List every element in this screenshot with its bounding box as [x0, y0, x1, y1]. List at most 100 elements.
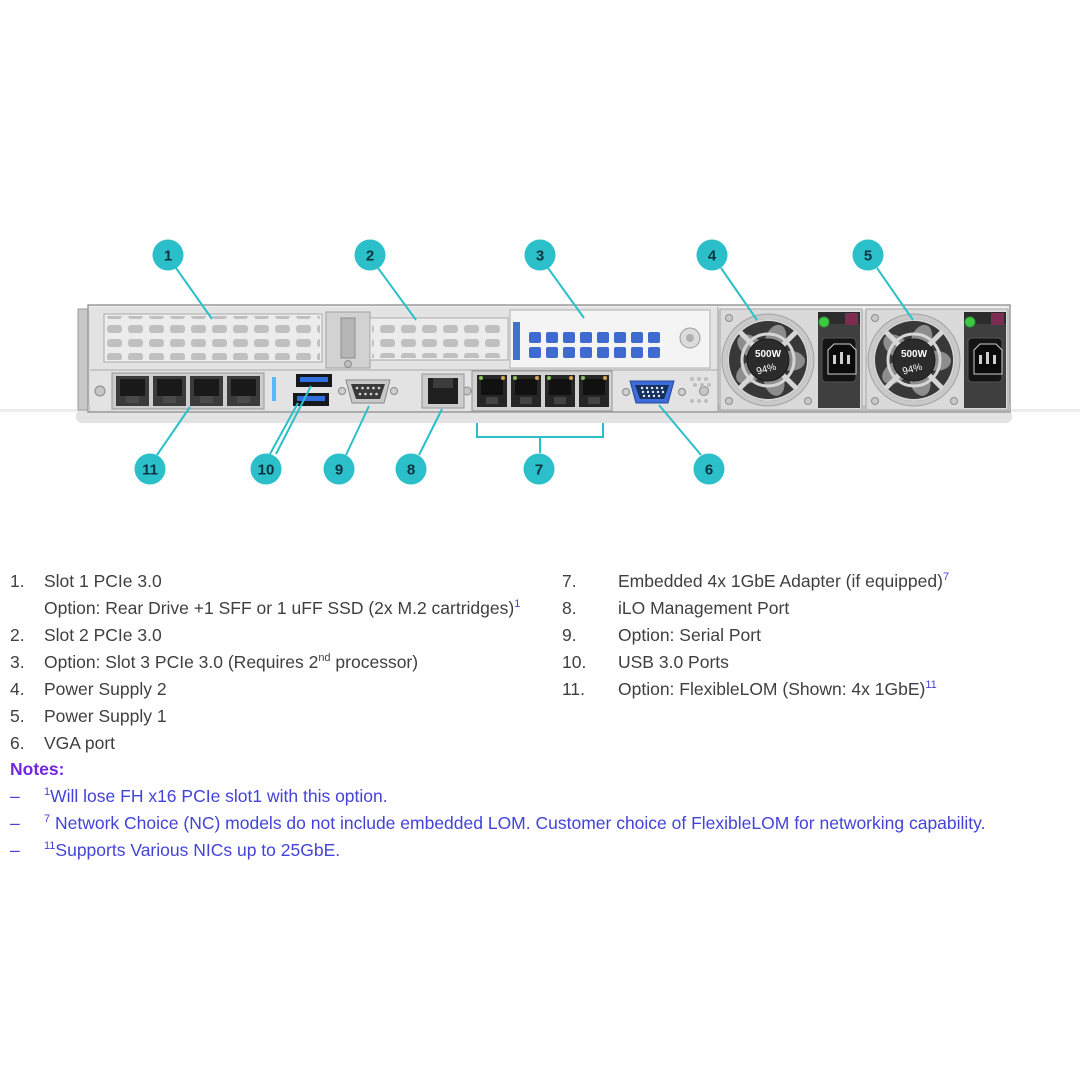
- callout-lines: [156, 267, 914, 456]
- callout-4-label: 4: [708, 248, 717, 265]
- note-11-superscript: 11: [44, 840, 56, 853]
- callout-1: [152, 239, 184, 271]
- callout-7-label: 7: [535, 462, 543, 479]
- callout-5: [852, 239, 884, 271]
- note-7-superscript: 7: [44, 813, 51, 826]
- callout-2: [354, 239, 386, 271]
- callout-2-label: 2: [366, 248, 374, 265]
- legend-item-text: USB 3.0 Ports: [618, 652, 729, 672]
- notes-header: Notes:: [10, 759, 65, 779]
- pcie-slot-3-area: [509, 309, 711, 369]
- callout-11-label: 11: [142, 462, 158, 479]
- legend-item-3: 3. Option: Slot 3 PCIe 3.0 (Requires 2nd…: [10, 649, 558, 676]
- psu-efficiency-label: 94%: [755, 362, 777, 378]
- legend-item-11: 11. Option: FlexibleLOM (Shown: 4x 1GbE)…: [562, 676, 1074, 703]
- note-7: – 7 Network Choice (NC) models do not in…: [10, 810, 1072, 837]
- legend-item-number: 6.: [10, 733, 25, 753]
- legend-item-number: 10.: [562, 652, 587, 672]
- legend-item-11-text: Option: FlexibleLOM (Shown: 4x 1GbE): [618, 679, 926, 699]
- legend-item-2: 2. Slot 2 PCIe 3.0: [10, 622, 558, 649]
- note-dash: –: [10, 786, 20, 806]
- legend-item-text: Slot 2 PCIe 3.0: [44, 625, 162, 645]
- power-supply-2: 500W 94%: [719, 308, 863, 411]
- notes-section: Notes: – 1Will lose FH x16 PCIe slot1 wi…: [10, 756, 1072, 864]
- legend-item-7-text: Embedded 4x 1GbE Adapter (if equipped): [618, 571, 943, 591]
- legend-item-9: 9. Option: Serial Port: [562, 622, 1074, 649]
- callout-8: [395, 453, 427, 485]
- power-supply-1: [866, 309, 1008, 410]
- note-ref-1: 1: [514, 598, 521, 611]
- legend-item-text: Option: FlexibleLOM (Shown: 4x 1GbE)11: [618, 676, 1074, 703]
- serial-port: [338, 379, 398, 404]
- legend-item-number: 8.: [562, 598, 577, 618]
- vent-holes: [690, 377, 711, 403]
- ordinal-superscript: nd: [318, 652, 331, 665]
- legend-item-3-pre: Option: Slot 3 PCIe 3.0 (Requires 2: [44, 652, 319, 672]
- legend-item-number: 5.: [10, 706, 25, 726]
- psu-latch: [845, 313, 858, 325]
- note-ref-11: 11: [925, 679, 937, 692]
- callout-5-label: 5: [864, 248, 872, 265]
- callout-3: [524, 239, 556, 271]
- note-dash: –: [10, 840, 20, 860]
- legend-item-number: 11.: [562, 679, 586, 699]
- callout-8-label: 8: [407, 462, 415, 479]
- legend-item-text: iLO Management Port: [618, 598, 790, 618]
- legend-item-10: 10. USB 3.0 Ports: [562, 649, 1074, 676]
- note-text: 11Supports Various NICs up to 25GbE.: [44, 837, 1072, 864]
- legend-item-number: 1.: [10, 571, 25, 591]
- gbe-ports: [471, 370, 613, 412]
- legend-item-text: Embedded 4x 1GbE Adapter (if equipped)7: [618, 568, 1074, 595]
- note-ref-7: 7: [942, 571, 950, 584]
- note-dash: –: [10, 813, 20, 833]
- server-rear-diagram: 500W 94%: [0, 239, 1080, 485]
- legend-right-column: 7. Embedded 4x 1GbE Adapter (if equipped…: [562, 568, 1074, 703]
- legend-item-number: 4.: [10, 679, 25, 699]
- legend-item-text: Power Supply 2: [44, 679, 167, 699]
- legend-item-text: Option: Serial Port: [618, 625, 761, 645]
- pcie-slot-2-area: [369, 317, 509, 361]
- note-1-superscript: 1: [44, 786, 51, 799]
- callout-10-label: 10: [258, 462, 275, 479]
- pcie-slot-1-area: [103, 313, 323, 363]
- callout-badges: 1 2 3 4 5 6 7 8 9 10 11: [134, 239, 884, 485]
- note-11: – 11Supports Various NICs up to 25GbE.: [10, 837, 1072, 864]
- psu-wattage-label: 500W: [755, 349, 782, 360]
- callout-10: [250, 453, 282, 485]
- note-1: – 1Will lose FH x16 PCIe slot1 with this…: [10, 783, 1072, 810]
- note-11-body: Supports Various NICs up to 25GbE.: [55, 840, 341, 860]
- note-text: 1Will lose FH x16 PCIe slot1 with this o…: [44, 783, 1072, 810]
- legend-item-6: 6. VGA port: [10, 730, 558, 757]
- legend-item-text: Slot 1 PCIe 3.0 Option: Rear Drive +1 SF…: [44, 568, 558, 622]
- callout-9: [323, 453, 355, 485]
- legend-item-3-post: processor): [330, 652, 419, 672]
- callout-3-label: 3: [536, 248, 544, 265]
- legend-item-1-line2: Option: Rear Drive +1 SFF or 1 uFF SSD (…: [44, 598, 515, 618]
- callout-9-label: 9: [335, 462, 343, 479]
- callout-11: [134, 453, 166, 485]
- legend-item-7: 7. Embedded 4x 1GbE Adapter (if equipped…: [562, 568, 1074, 595]
- legend-item-number: 9.: [562, 625, 577, 645]
- vga-port: [622, 377, 711, 404]
- legend-item-number: 7.: [562, 571, 577, 591]
- legend-item-text: VGA port: [44, 733, 116, 753]
- note-7-body: Network Choice (NC) models do not includ…: [50, 813, 986, 833]
- riser-latch: [325, 311, 371, 369]
- legend-item-number: 2.: [10, 625, 25, 645]
- callout-6: [693, 453, 725, 485]
- legend-item-5: 5. Power Supply 1: [10, 703, 558, 730]
- callout-1-label: 1: [164, 248, 172, 265]
- legend-item-1-line1: Slot 1 PCIe 3.0: [44, 571, 162, 591]
- legend-item-text: Option: Slot 3 PCIe 3.0 (Requires 2nd pr…: [44, 649, 558, 676]
- note-1-body: Will lose FH x16 PCIe slot1 with this op…: [50, 786, 388, 806]
- psu-status-led: [818, 316, 830, 328]
- legend-item-number: 3.: [10, 652, 25, 672]
- legend-item-8: 8. iLO Management Port: [562, 595, 1074, 622]
- flexiblelom-ports: [111, 372, 276, 410]
- legend-item-text: Power Supply 1: [44, 706, 167, 726]
- legend-left-column: 1. Slot 1 PCIe 3.0 Option: Rear Drive +1…: [10, 568, 558, 757]
- legend-item-1: 1. Slot 1 PCIe 3.0 Option: Rear Drive +1…: [10, 568, 558, 622]
- note-text: 7 Network Choice (NC) models do not incl…: [44, 810, 1072, 837]
- callout-7: [523, 453, 555, 485]
